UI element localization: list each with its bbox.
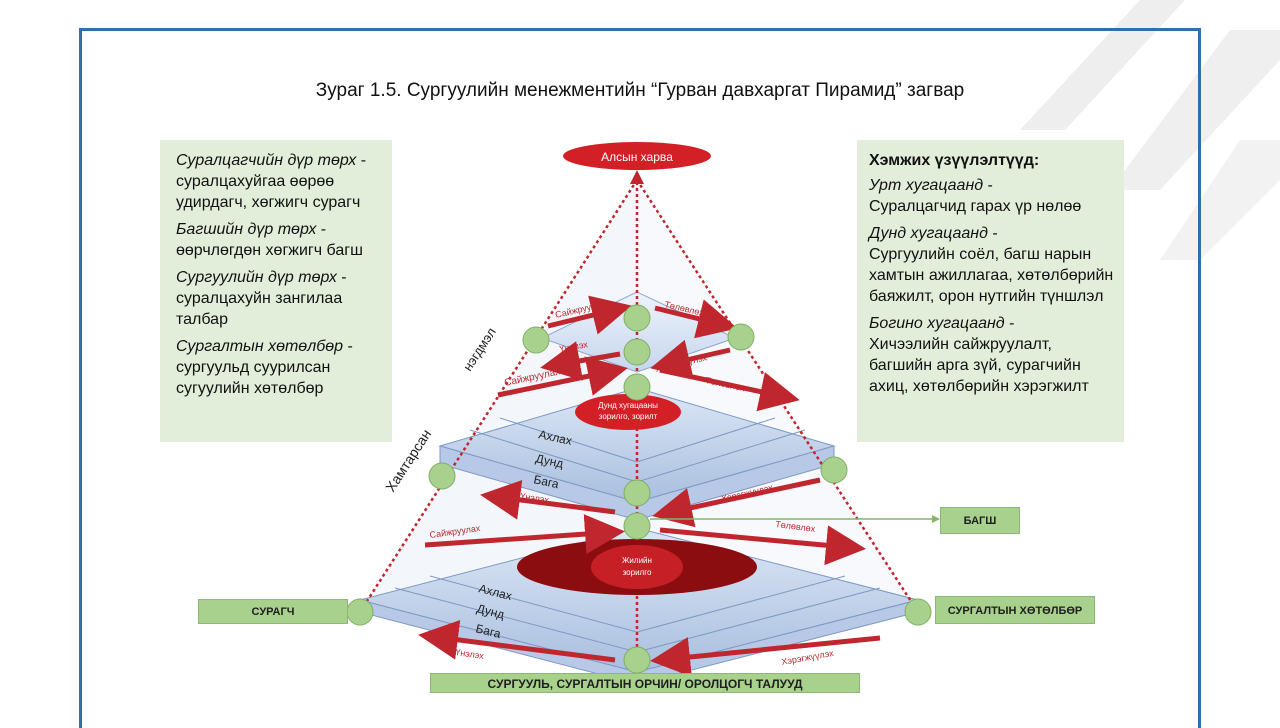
node — [623, 512, 651, 540]
node — [623, 373, 651, 401]
figure-title: Зураг 1.5. Сургуулийн менежментийн “Гурв… — [315, 80, 965, 101]
svg-text:Төлөвлөх: Төлөвлөх — [775, 519, 817, 534]
pyramid-nodes — [346, 304, 932, 674]
left-item: Сургуулийн дүр төрх -суралцахуйн зангила… — [176, 269, 347, 328]
left-info-panel: Суралцагчийн дүр төрх -суралцахуйгаа өөр… — [160, 140, 392, 442]
curriculum-box: СУРГАЛТЫН ХӨТӨЛБӨР — [935, 596, 1095, 624]
mid-goal-oval — [575, 394, 681, 430]
right-item-desc: Сургуулийн соёл, багш нарын хамтын ажилл… — [869, 246, 1114, 305]
right-item: Урт хугацаанд -Суралцагчид гарах үр нөлө… — [869, 177, 1082, 215]
level-label: Бага — [474, 621, 502, 641]
mid-goal-label-1: Дунд хугацааны — [598, 401, 658, 410]
left-item-term: Сургалтын хөтөлбөр — [176, 338, 344, 355]
teacher-box: БАГШ — [940, 507, 1020, 534]
node — [820, 456, 848, 484]
annual-goal-label-2: зорилго — [623, 568, 652, 577]
node — [522, 326, 550, 354]
base-box: СУРГУУЛЬ, СУРГАЛТЫН ОРЧИН/ ОРОЛЦОГЧ ТАЛУ… — [430, 673, 860, 693]
left-item-term: Сургуулийн дүр төрх — [176, 269, 337, 286]
side-label-unified: нэгдмэл — [460, 325, 499, 374]
left-item-desc: өөрчлөгдөн хөгжигч багш — [176, 242, 363, 259]
node — [904, 598, 932, 626]
apex-oval — [563, 142, 711, 170]
node — [727, 323, 755, 351]
level-label: Дунд — [534, 451, 564, 471]
node — [623, 646, 651, 674]
pyramid-left-edge — [358, 179, 639, 613]
svg-text:Үнэлэх: Үнэлэх — [455, 647, 485, 661]
right-info-panel: Хэмжих үзүүлэлтүүд: Урт хугацаанд -Сурал… — [857, 140, 1124, 442]
node — [428, 462, 456, 490]
node — [623, 304, 651, 332]
left-item-term: Суралцагчийн дүр төрх — [176, 152, 357, 169]
svg-text:Үнэлэх: Үнэлэх — [559, 339, 589, 354]
annual-goal-label-1: Жилийн — [622, 556, 652, 565]
level-label: Ахлах — [537, 427, 573, 448]
right-panel-heading: Хэмжих үзүүлэлтүүд: — [869, 152, 1040, 169]
right-item-term: Урт хугацаанд — [869, 177, 984, 194]
right-item-desc: Хичээлийн сайжруулалт, багшийн арга зүй,… — [869, 336, 1089, 395]
left-item-desc: сургуульд суурилсан сугуулийн хөтөлбөр — [176, 359, 331, 397]
node — [623, 338, 651, 366]
svg-text:Хэрэгжүүлэх: Хэрэгжүүлэх — [781, 648, 835, 667]
apex-label: Алсын харвa — [601, 150, 673, 164]
mid-goal-label-2: зорилго, зорилт — [599, 412, 658, 421]
arrow-plan-low: Төлөвлөх — [659, 519, 866, 566]
pyramid-left-face — [360, 185, 637, 660]
apex-arrowhead — [630, 170, 644, 184]
side-label-joint: Хамтарсан — [382, 426, 434, 494]
left-item-desc: суралцахуйн зангилаа талбар — [176, 290, 343, 328]
level-label: Бага — [532, 472, 560, 491]
node — [346, 598, 374, 626]
slide-frame — [79, 28, 1201, 728]
svg-text:Үнэлэх: Үнэлэх — [520, 491, 550, 505]
right-item-term: Богино хугацаанд — [869, 315, 1005, 332]
student-box: СУРАГЧ — [198, 599, 348, 624]
pyramid-right-edge — [635, 179, 920, 613]
right-item: Дунд хугацаанд -Сургуулийн соёл, багш на… — [869, 225, 1114, 305]
annual-goal-inner — [591, 545, 683, 589]
right-item: Богино хугацаанд -Хичээлийн сайжруулалт,… — [869, 315, 1089, 395]
level-label: Дунд — [475, 601, 506, 621]
right-item-term: Дунд хугацаанд — [869, 225, 988, 242]
left-item: Суралцагчийн дүр төрх -суралцахуйгаа өөр… — [176, 152, 367, 211]
arrow-evaluate-mid: Үнэлэх — [480, 479, 616, 520]
left-item-term: Багшийн дүр төрх — [176, 221, 317, 238]
node — [623, 479, 651, 507]
left-item: Сургалтын хөтөлбөр -сургуульд суурилсан … — [176, 338, 353, 397]
right-item-desc: Суралцагчид гарах үр нөлөө — [869, 198, 1082, 215]
left-item: Багшийн дүр төрх -өөрчлөгдөн хөгжигч баг… — [176, 221, 363, 259]
arrow-evaluate-low: Үнэлэх — [418, 619, 616, 663]
left-item-desc: суралцахуйгаа өөрөө удирдагч, хөгжигч су… — [176, 173, 361, 211]
